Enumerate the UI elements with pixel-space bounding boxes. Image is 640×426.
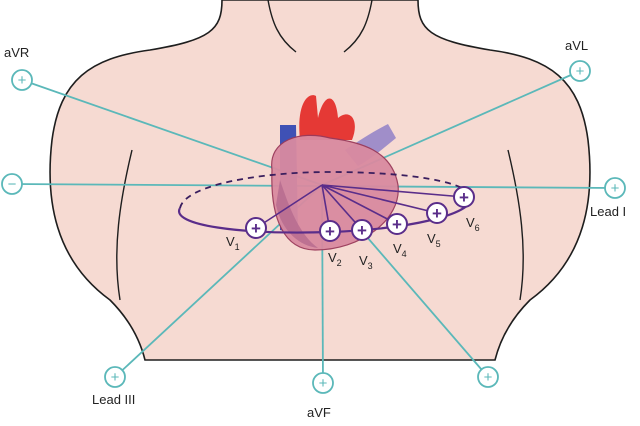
chest-electrode-ring: [386, 213, 408, 235]
chest-ray-v6: [321, 184, 465, 198]
aorta: [299, 95, 355, 140]
chest-electrode-ring: [453, 186, 475, 208]
lead-i-negative-sign: −: [8, 176, 17, 193]
chest-electrode-sign: +: [325, 222, 335, 241]
lead-i-negative-electrode: −: [1, 173, 23, 195]
lead-i-label: Lead I: [590, 204, 626, 219]
limb-lead-labels: aVR aVL Lead I Lead III aVF: [4, 38, 626, 420]
neck-right-line: [343, 0, 373, 53]
avl-electrode-sign: +: [576, 63, 585, 80]
limb-electrodes: + + − + + + +: [1, 60, 626, 394]
chest-electrode-sign: +: [392, 215, 402, 234]
chest-electrode-sign: +: [459, 188, 469, 207]
lead-iii-electrode: +: [104, 366, 126, 388]
chest-electrode-v1: +: [245, 217, 267, 239]
avf-electrode-sign: +: [319, 375, 328, 392]
chest-electrode-sign: +: [357, 221, 367, 240]
lead-iii-electrode-sign: +: [111, 369, 120, 386]
chest-electrode-ring: [426, 202, 448, 224]
chest-electrode-v3: +: [351, 219, 373, 241]
avl-label: aVL: [565, 38, 588, 53]
chest-electrode-v4: +: [386, 213, 408, 235]
chest-electrode-ring: [351, 219, 373, 241]
lead-i-positive-electrode: +: [604, 177, 626, 199]
chest-ray-v5: [321, 184, 438, 214]
chest-ray-v4: [321, 184, 398, 225]
right-arm-line: [507, 149, 524, 301]
avr-label: aVR: [4, 45, 29, 60]
chest-electrodes: +V1+V2+V3+V4+V5+V6: [226, 186, 480, 271]
heart-right-chamber: [276, 180, 318, 248]
chest-electrode-v2: +: [319, 220, 341, 242]
avr-electrode: +: [11, 69, 33, 91]
avf-label: aVF: [307, 405, 331, 420]
chest-electrode-v5: +: [426, 202, 448, 224]
avf-electrode: +: [312, 372, 334, 394]
chest-electrode-sign: +: [432, 204, 442, 223]
lead-i-positive-sign: +: [611, 180, 620, 197]
chest-electrode-sign: +: [251, 219, 261, 238]
lead-iii-label: Lead III: [92, 392, 135, 407]
left-arm-line: [116, 149, 133, 301]
chest-electrode-v6: +: [453, 186, 475, 208]
lead-ii-electrode: +: [477, 366, 499, 388]
avr-electrode-sign: +: [18, 72, 27, 89]
chest-loop-back-dashed: [179, 171, 473, 209]
chest-electrode-ring: [319, 220, 341, 242]
chest-electrode-ring: [245, 217, 267, 239]
chest-ray-v1: [255, 184, 323, 229]
avl-electrode: +: [569, 60, 591, 82]
lead-ii-electrode-sign: +: [484, 369, 493, 386]
neck-left-line: [267, 0, 297, 53]
